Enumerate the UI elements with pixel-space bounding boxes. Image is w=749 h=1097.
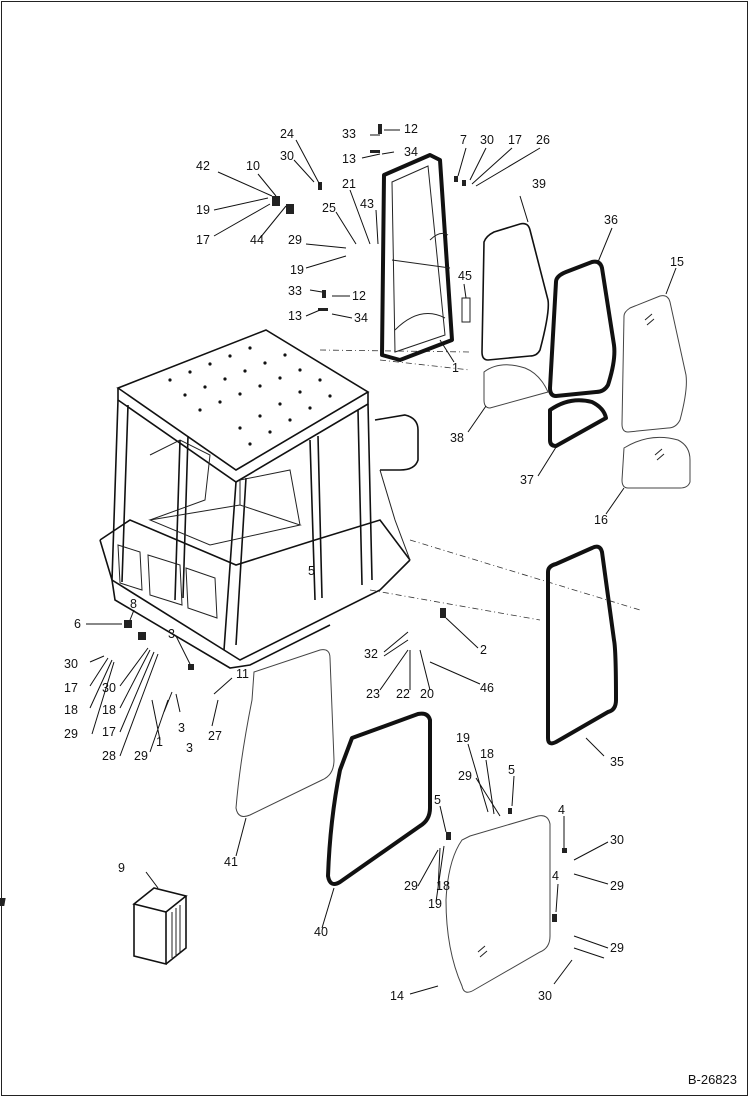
callout-30e: 30 — [610, 833, 624, 847]
callout-26: 26 — [536, 133, 550, 147]
callout-20: 20 — [420, 687, 434, 701]
callout-18b: 18 — [102, 703, 116, 717]
callout-17b: 17 — [196, 233, 210, 247]
callout-16: 16 — [594, 513, 608, 527]
callout-29c: 29 — [134, 749, 148, 763]
callout-33a: 33 — [342, 127, 356, 141]
callout-19a: 19 — [196, 203, 210, 217]
callout-29a: 29 — [288, 233, 302, 247]
rear-seal-40 — [326, 711, 432, 886]
callout-23: 23 — [366, 687, 380, 701]
lower-arc-glass-16 — [621, 436, 691, 489]
side-glass-seal-35 — [546, 544, 618, 746]
callout-29e: 29 — [610, 879, 624, 893]
callout-29b: 29 — [64, 727, 78, 741]
door-assembly — [380, 153, 471, 362]
callout-30a: 30 — [480, 133, 494, 147]
callout-4a: 4 — [558, 803, 565, 817]
callout-18a: 18 — [64, 703, 78, 717]
callout-5b: 5 — [508, 763, 515, 777]
callout-37: 37 — [520, 473, 534, 487]
door-glass-upper — [481, 222, 550, 361]
callout-8: 8 — [130, 597, 137, 611]
reference-number: B-26823 — [687, 1072, 737, 1087]
window-glass-14 — [445, 815, 551, 993]
callout-3c: 3 — [186, 741, 193, 755]
callout-18c: 18 — [480, 747, 494, 761]
callout-22: 22 — [396, 687, 410, 701]
callout-29d: 29 — [458, 769, 472, 783]
callout-4b: 4 — [552, 869, 559, 883]
callout-15: 15 — [670, 255, 684, 269]
seal-upper — [548, 259, 617, 398]
callout-36: 36 — [604, 213, 618, 227]
callout-labels: 33 12 13 34 7 30 17 26 24 10 30 42 21 25… — [64, 122, 684, 1003]
callout-3b: 3 — [178, 721, 185, 735]
callout-25: 25 — [322, 201, 336, 215]
callout-7: 7 — [460, 133, 467, 147]
callout-46: 46 — [480, 681, 494, 695]
callout-44: 44 — [250, 233, 264, 247]
callout-34b: 34 — [354, 311, 368, 325]
glass-upper-right — [621, 295, 687, 433]
callout-10: 10 — [246, 159, 260, 173]
callout-1: 1 — [452, 361, 459, 375]
callout-19d: 19 — [428, 897, 442, 911]
callout-39: 39 — [532, 177, 546, 191]
callout-14: 14 — [390, 989, 404, 1003]
cab-frame — [99, 329, 641, 669]
callout-30f: 30 — [538, 989, 552, 1003]
callout-38: 38 — [450, 431, 464, 445]
callout-45: 45 — [458, 269, 472, 283]
callout-29g: 29 — [610, 941, 624, 955]
callout-34a: 34 — [404, 145, 418, 159]
callout-13a: 13 — [342, 152, 356, 166]
callout-30b: 30 — [280, 149, 294, 163]
callout-35: 35 — [610, 755, 624, 769]
callout-29f: 29 — [404, 879, 418, 893]
callout-28: 28 — [102, 749, 116, 763]
callout-12a: 12 — [404, 122, 418, 136]
callout-2: 2 — [480, 643, 487, 657]
callout-3a: 3 — [168, 627, 175, 641]
callout-12b: 12 — [352, 289, 366, 303]
callout-27: 27 — [208, 729, 222, 743]
callout-17a: 17 — [508, 133, 522, 147]
callout-33b: 33 — [288, 284, 302, 298]
callout-21: 21 — [342, 177, 356, 191]
callout-17c: 17 — [64, 681, 78, 695]
callout-30c: 30 — [64, 657, 78, 671]
callout-6: 6 — [74, 617, 81, 631]
callout-18d: 18 — [436, 879, 450, 893]
callout-5c: 5 — [434, 793, 441, 807]
rear-glass-41 — [235, 649, 335, 817]
callout-32: 32 — [364, 647, 378, 661]
callout-19b: 19 — [290, 263, 304, 277]
hardware — [124, 124, 567, 922]
callout-11: 11 — [236, 667, 249, 681]
manual-box — [0, 887, 188, 966]
lower-arc-seal-37 — [548, 398, 608, 448]
callout-24: 24 — [280, 127, 294, 141]
callout-42: 42 — [196, 159, 210, 173]
callout-43: 43 — [360, 197, 374, 211]
callout-1b: 1 — [156, 735, 163, 749]
callout-5a: 5 — [308, 564, 315, 578]
callout-9: 9 — [118, 861, 125, 875]
callout-13b: 13 — [288, 309, 302, 323]
callout-41: 41 — [224, 855, 238, 869]
callout-17d: 17 — [102, 725, 116, 739]
callout-30d: 30 — [102, 681, 116, 695]
callout-40: 40 — [314, 925, 328, 939]
leader-lines — [86, 129, 677, 995]
lower-arc-glass-38 — [483, 364, 549, 409]
callout-19c: 19 — [456, 731, 470, 745]
